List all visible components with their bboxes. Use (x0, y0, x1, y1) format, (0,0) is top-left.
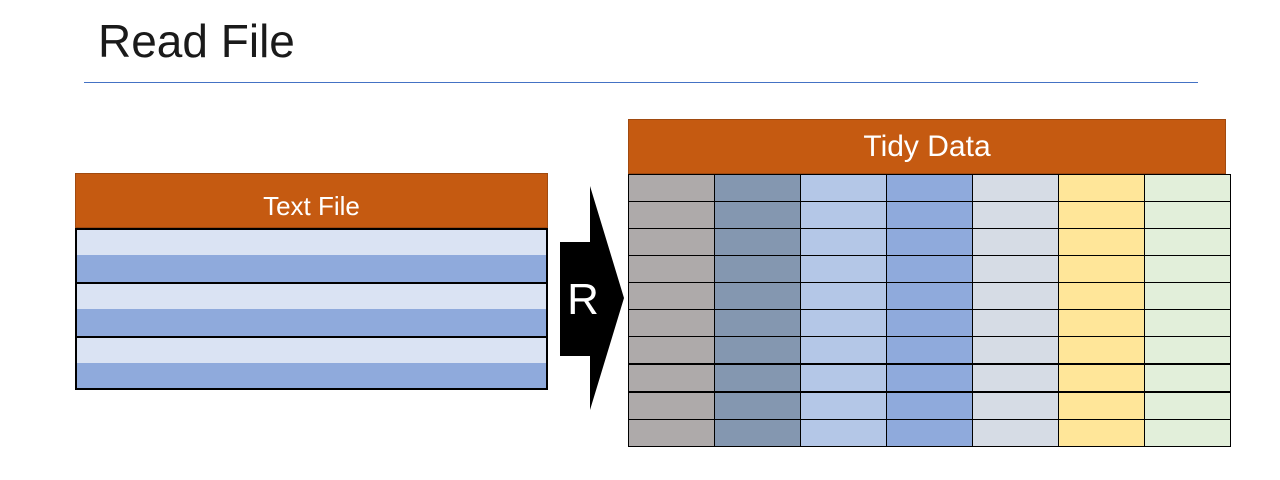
tidy-data-cell (972, 255, 1059, 283)
title-divider (84, 82, 1198, 83)
tidy-data-cell (1058, 174, 1145, 202)
tidy-data-cell (972, 391, 1059, 420)
tidy-data-cell (714, 255, 801, 283)
tidy-data-cell (972, 228, 1059, 256)
text-file-rows (75, 228, 548, 390)
slide-title: Read File (98, 15, 295, 67)
tidy-data-row (628, 309, 1231, 337)
tidy-data-cell (886, 391, 973, 420)
tidy-data-cell (800, 255, 887, 283)
text-file-label: Text File (263, 191, 360, 221)
tidy-data-cell (800, 201, 887, 229)
tidy-data-row (628, 201, 1231, 229)
tidy-data-cell (886, 336, 973, 365)
tidy-data-cell (1058, 363, 1145, 393)
tidy-data-cell (1058, 336, 1145, 365)
tidy-data-row (628, 391, 1231, 420)
tidy-data-cell (714, 336, 801, 365)
tidy-data-cell (800, 309, 887, 337)
tidy-data-cell (1144, 391, 1231, 420)
arrow-shape (560, 186, 624, 410)
tidy-data-cell (1144, 201, 1231, 229)
tidy-data-cell (800, 363, 887, 393)
text-file-row (75, 336, 548, 363)
tidy-data-cell (972, 419, 1059, 447)
text-file-header: Text File (75, 173, 548, 228)
tidy-data-cell (1058, 201, 1145, 229)
tidy-data-cell (800, 336, 887, 365)
tidy-data-cell (800, 174, 887, 202)
tidy-data-cell (1058, 255, 1145, 283)
tidy-data-cell (714, 363, 801, 393)
text-file-row (75, 363, 548, 390)
tidy-data-cell (800, 282, 887, 310)
tidy-data-cell (714, 228, 801, 256)
tidy-data-cell (1144, 174, 1231, 202)
tidy-data-cell (628, 174, 715, 202)
tidy-data-cell (628, 255, 715, 283)
tidy-data-row (628, 336, 1231, 365)
tidy-data-row (628, 282, 1231, 310)
tidy-data-cell (714, 309, 801, 337)
tidy-data-cell (1144, 282, 1231, 310)
tidy-data-cell (714, 174, 801, 202)
text-file-row (75, 255, 548, 282)
tidy-data-row (628, 363, 1231, 393)
tidy-data-cell (886, 282, 973, 310)
tidy-data-cell (800, 228, 887, 256)
tidy-data-cell (628, 201, 715, 229)
text-file-row (75, 309, 548, 336)
text-file-row (75, 228, 548, 255)
tidy-data-cell (1058, 419, 1145, 447)
tidy-data-cell (1144, 363, 1231, 393)
tidy-data-cell (886, 201, 973, 229)
tidy-data-cell (886, 255, 973, 283)
tidy-data-cell (628, 363, 715, 393)
tidy-data-cell (1058, 391, 1145, 420)
tidy-data-cell (628, 228, 715, 256)
tidy-data-cell (886, 228, 973, 256)
text-file-row (75, 282, 548, 309)
tidy-data-cell (714, 391, 801, 420)
tidy-data-cell (1058, 228, 1145, 256)
tidy-data-cell (972, 174, 1059, 202)
tidy-data-table (628, 174, 1231, 447)
tidy-data-cell (1058, 282, 1145, 310)
tidy-data-cell (1058, 309, 1145, 337)
tidy-data-cell (800, 391, 887, 420)
tidy-data-cell (1144, 255, 1231, 283)
tidy-data-cell (886, 363, 973, 393)
tidy-data-cell (972, 309, 1059, 337)
tidy-data-label: Tidy Data (863, 129, 991, 163)
tidy-data-header: Tidy Data (628, 119, 1226, 174)
tidy-data-cell (714, 282, 801, 310)
tidy-data-cell (800, 419, 887, 447)
tidy-data-cell (628, 336, 715, 365)
tidy-data-cell (886, 174, 973, 202)
tidy-data-cell (886, 309, 973, 337)
tidy-data-cell (972, 336, 1059, 365)
tidy-data-row (628, 419, 1231, 447)
tidy-data-cell (714, 419, 801, 447)
tidy-data-cell (972, 282, 1059, 310)
tidy-data-cell (628, 309, 715, 337)
tidy-data-cell (972, 201, 1059, 229)
tidy-data-row (628, 228, 1231, 256)
tidy-data-row (628, 174, 1231, 202)
tidy-data-cell (714, 201, 801, 229)
tidy-data-cell (628, 282, 715, 310)
tidy-data-cell (886, 419, 973, 447)
tidy-data-row (628, 255, 1231, 283)
tidy-data-cell (972, 363, 1059, 393)
process-label: R (567, 275, 599, 324)
tidy-data-cell (628, 419, 715, 447)
tidy-data-cell (628, 391, 715, 420)
tidy-data-cell (1144, 336, 1231, 365)
tidy-data-cell (1144, 228, 1231, 256)
tidy-data-cell (1144, 419, 1231, 447)
chevron-arrow-icon (560, 186, 624, 410)
tidy-data-cell (1144, 309, 1231, 337)
